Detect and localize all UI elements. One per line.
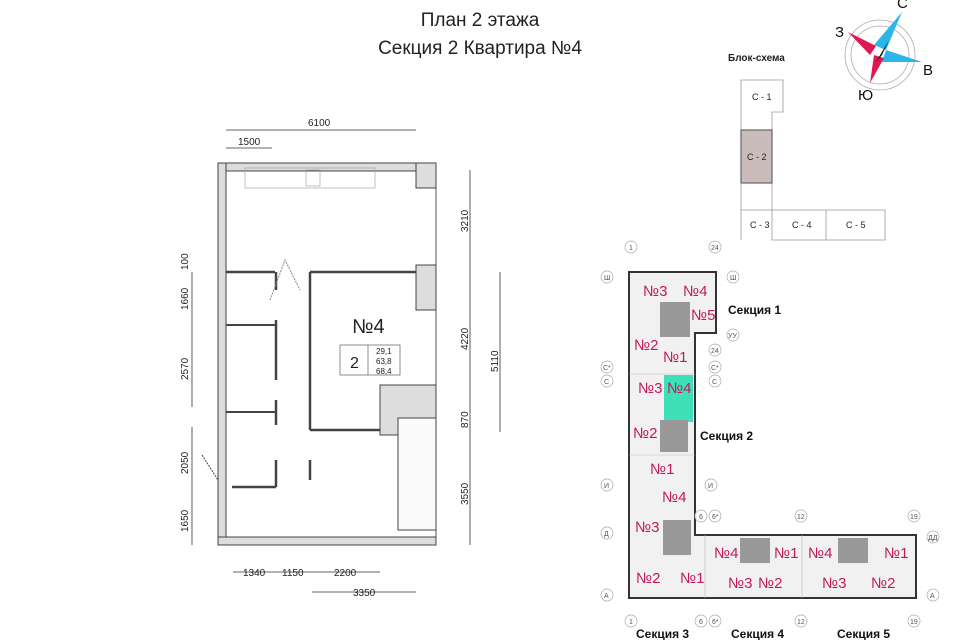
section-label[interactable]: Секция 5 <box>837 627 890 640</box>
grid-label: А <box>604 593 609 600</box>
grid-label: А <box>930 593 935 600</box>
block-section[interactable]: С - 3 <box>750 220 770 230</box>
grid-label: С <box>604 379 609 386</box>
apartment-label[interactable]: №3 <box>643 283 667 300</box>
dim-left: 1660 <box>180 287 191 310</box>
apartment-label-active[interactable]: №4 <box>667 380 691 397</box>
apartment-labels: №3 №4 №5 №2 №1 №3 №4 №2 №1 №4 №3 №2 №1 №… <box>633 283 908 592</box>
dim-left: 2050 <box>180 451 191 474</box>
dim-right-outer: 5110 <box>490 350 501 372</box>
dim-bottom: 2200 <box>334 568 357 579</box>
apartment-label[interactable]: №1 <box>774 545 798 562</box>
room-count: 2 <box>350 355 359 372</box>
dim-right: 3210 <box>460 209 471 232</box>
apartment-label[interactable]: №3 <box>822 575 846 592</box>
grid-label: ДД <box>928 535 938 542</box>
section-label[interactable]: Секция 1 <box>728 303 781 317</box>
grid-labels: 1 24 Ш Ш УУ 24 С* С С* С И И Д 6 6* 12 1… <box>603 245 938 626</box>
grid-label: 1 <box>629 245 633 252</box>
apartment-label[interactable]: №2 <box>758 575 782 592</box>
section-label[interactable]: Секция 2 <box>700 429 753 443</box>
apartment-label[interactable]: №2 <box>636 570 660 587</box>
grid-label: 24 <box>711 348 719 355</box>
section-label[interactable]: Секция 4 <box>731 627 784 640</box>
grid-label: 1 <box>629 619 633 626</box>
dim-right: 3550 <box>460 482 471 505</box>
dim-left: 100 <box>180 253 191 270</box>
block-scheme-title: Блок-схема <box>728 53 785 64</box>
block-section[interactable]: С - 1 <box>752 92 772 102</box>
apartment-label[interactable]: №2 <box>871 575 895 592</box>
apartment-label[interactable]: №2 <box>633 425 657 442</box>
grid-label: И <box>708 483 713 490</box>
grid-label: Д <box>604 531 609 538</box>
apartment-label[interactable]: №2 <box>634 337 658 354</box>
apartment-label[interactable]: №3 <box>638 380 662 397</box>
compass-west: З <box>835 24 844 41</box>
grid-label: 6* <box>712 619 719 626</box>
grid-label: 12 <box>797 619 805 626</box>
area-box: 2 29,1 63,8 68,4 <box>339 344 401 376</box>
area-living: 29,1 <box>376 347 392 356</box>
plan-subtitle: Секция 2 Квартира №4 <box>378 38 582 59</box>
grid-label: Ш <box>604 275 610 282</box>
dim-bottom: 1150 <box>282 568 304 579</box>
dim-bottom-outer: 3350 <box>353 588 376 599</box>
grid-label: 12 <box>797 514 805 521</box>
apartment-label[interactable]: №1 <box>663 349 687 366</box>
dim-top-part: 1500 <box>238 137 261 148</box>
block-section-active[interactable]: С - 2 <box>747 152 767 162</box>
compass-north: С <box>897 0 908 12</box>
grid-label: И <box>604 483 609 490</box>
apartment-label[interactable]: №3 <box>635 519 659 536</box>
grid-label: 19 <box>910 619 918 626</box>
grid-label: 19 <box>910 514 918 521</box>
compass-south: Ю <box>858 87 873 104</box>
grid-label: 6 <box>699 514 703 521</box>
dim-bottom: 1340 <box>243 568 266 579</box>
area-total: 63,8 <box>376 357 392 366</box>
apartment-label[interactable]: №1 <box>650 461 674 478</box>
dim-right: 4220 <box>460 327 471 350</box>
grid-axes <box>600 240 940 628</box>
grid-label: 6 <box>699 619 703 626</box>
compass-icon <box>844 12 922 91</box>
dim-right: 870 <box>460 411 471 428</box>
apartment-label[interactable]: №1 <box>884 545 908 562</box>
grid-label: С* <box>603 365 611 372</box>
plan-title: План 2 этажа <box>420 10 540 31</box>
dim-top-total: 6100 <box>308 118 331 129</box>
grid-label: Ш <box>730 275 736 282</box>
block-section[interactable]: С - 5 <box>846 220 866 230</box>
grid-label: С* <box>711 365 719 372</box>
block-scheme <box>740 79 886 241</box>
key-plan <box>628 271 917 599</box>
dim-left: 2570 <box>180 357 191 380</box>
apartment-label[interactable]: №5 <box>691 307 715 324</box>
grid-label: С <box>712 379 717 386</box>
apartment-number: №4 <box>352 316 385 338</box>
compass-east: В <box>923 62 933 79</box>
grid-label: УУ <box>728 333 737 340</box>
apartment-label[interactable]: №4 <box>683 283 707 300</box>
dimension-lines <box>191 129 501 593</box>
apartment-label[interactable]: №1 <box>680 570 704 587</box>
apartment-label[interactable]: №4 <box>662 489 686 506</box>
block-section[interactable]: С - 4 <box>792 220 812 230</box>
floor-plan <box>201 162 437 546</box>
grid-label: 6* <box>712 514 719 521</box>
dim-left: 1650 <box>180 509 191 532</box>
area-with-balcony: 68,4 <box>376 367 392 376</box>
grid-label: 24 <box>711 245 719 252</box>
section-label[interactable]: Секция 3 <box>636 627 689 640</box>
apartment-label[interactable]: №3 <box>728 575 752 592</box>
apartment-label[interactable]: №4 <box>714 545 738 562</box>
apartment-label[interactable]: №4 <box>808 545 832 562</box>
